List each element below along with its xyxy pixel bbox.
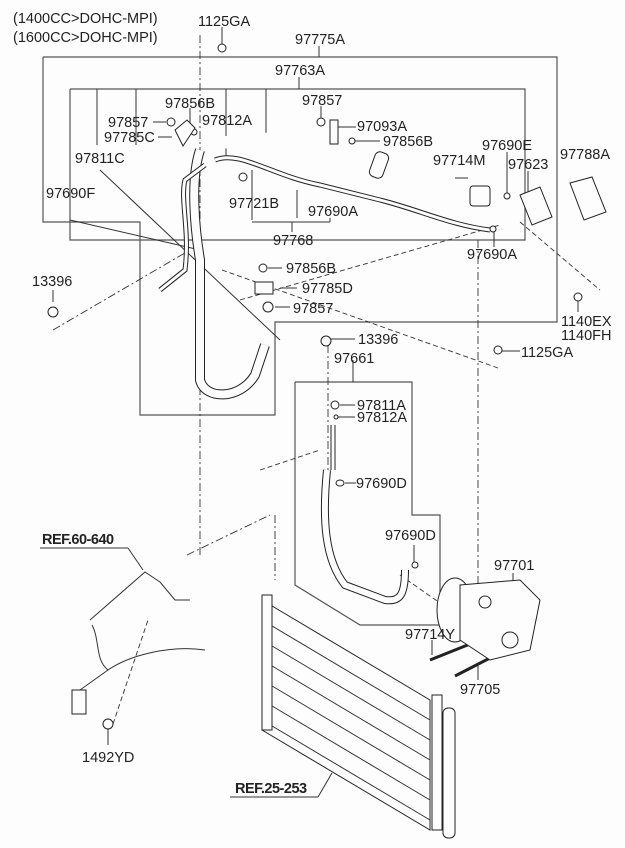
label-97856B-b: 97856B xyxy=(383,134,433,150)
ref-60-640-label: REF.60-640 xyxy=(42,532,114,548)
body-panel xyxy=(71,571,206,715)
label-97690A-b: 97690A xyxy=(467,247,517,263)
assembly-box-97763A xyxy=(69,88,526,241)
ref-25-253-callout: REF.25-253 xyxy=(230,772,333,798)
discharge-hose xyxy=(320,425,409,605)
label-97856B: 97856B xyxy=(165,96,215,112)
small-parts xyxy=(47,43,607,730)
label-97690A: 97690A xyxy=(308,204,358,220)
label-97661: 97661 xyxy=(334,351,374,367)
label-97714M: 97714M xyxy=(433,153,485,169)
label-97690F: 97690F xyxy=(46,186,95,202)
label-1492YD: 1492YD xyxy=(82,750,134,766)
compressor xyxy=(436,577,541,661)
suction-hose xyxy=(189,132,491,400)
alignment-lines xyxy=(52,35,601,725)
label-1125GA: 1125GA xyxy=(198,14,250,30)
assembly-box-97661 xyxy=(294,381,441,626)
label-97690E: 97690E xyxy=(482,138,532,154)
label-97763A: 97763A xyxy=(275,63,325,79)
liquid-tube xyxy=(158,155,491,292)
label-1140EX: 1140EX xyxy=(561,314,612,330)
label-97701: 97701 xyxy=(494,558,534,574)
label-1140FH: 1140FH xyxy=(561,328,612,344)
label-1125GA-b: 1125GA xyxy=(521,345,573,361)
ref-60-640-callout: REF.60-640 xyxy=(40,532,144,571)
assembly-box-97775A xyxy=(42,56,558,416)
label-97785C: 97785C xyxy=(104,130,155,146)
engine-variant-1600: (1600CC>DOHC-MPI) xyxy=(13,30,158,46)
label-97811C: 97811C xyxy=(75,151,125,167)
label-97721B: 97721B xyxy=(229,196,279,212)
label-97768: 97768 xyxy=(273,233,313,249)
label-97812A: 97812A xyxy=(202,113,252,129)
label-97785D: 97785D xyxy=(302,281,353,297)
label-97690D-b: 97690D xyxy=(385,528,436,544)
label-97775A: 97775A xyxy=(295,32,345,48)
label-97857-b: 97857 xyxy=(302,93,342,109)
label-97857-c: 97857 xyxy=(293,301,333,317)
label-97705: 97705 xyxy=(460,682,500,698)
label-97856B-c: 97856B xyxy=(286,261,336,277)
label-97093A: 97093A xyxy=(357,119,407,135)
label-13396: 13396 xyxy=(32,274,72,290)
label-97623: 97623 xyxy=(508,157,548,173)
condenser xyxy=(261,594,456,839)
ref-25-253-label: REF.25-253 xyxy=(235,781,307,797)
label-97714Y: 97714Y xyxy=(405,627,455,643)
part-labels: 1125GA 97775A 97763A 97856B 97857 97812A… xyxy=(32,14,612,766)
engine-variant-1400: (1400CC>DOHC-MPI) xyxy=(13,11,158,27)
label-13396-b: 13396 xyxy=(358,332,398,348)
label-97811A: 97811A xyxy=(357,398,406,414)
label-97788A: 97788A xyxy=(560,147,610,163)
label-97812A-b: 97812A xyxy=(357,410,407,426)
label-97857: 97857 xyxy=(108,115,148,131)
label-97690D: 97690D xyxy=(356,476,407,492)
